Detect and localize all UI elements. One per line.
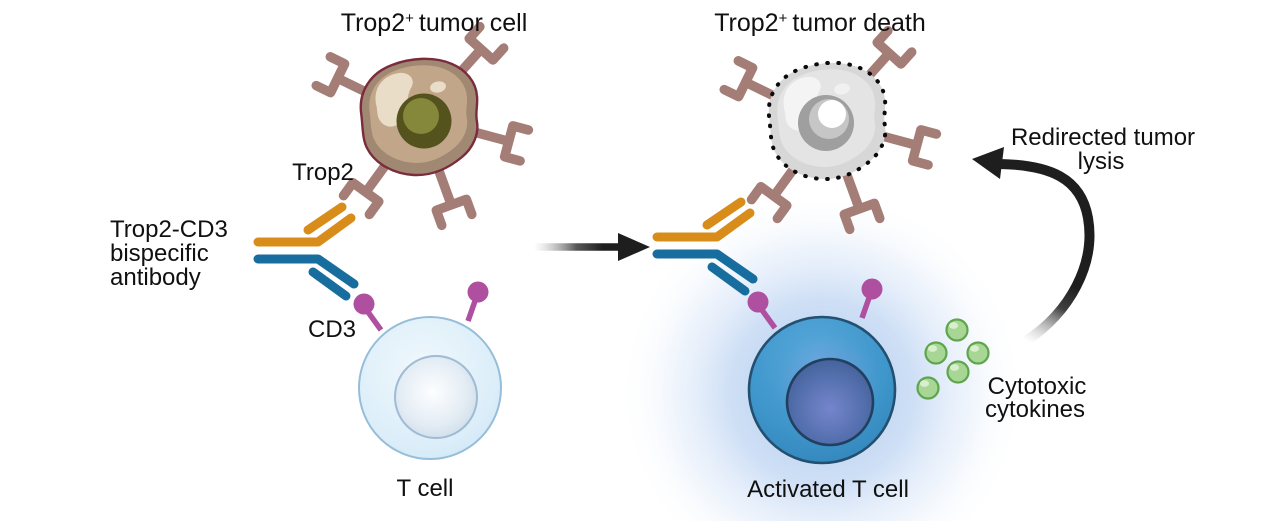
activated-t-cell-label: Activated T cell: [747, 476, 909, 503]
cytokine-dot-icon: [916, 376, 940, 400]
transition-arrow-icon: [534, 233, 650, 261]
antibody-label-line1: Trop2-CD3: [110, 216, 228, 243]
antibody-label-line3: antibody: [110, 264, 201, 291]
cytokines-label-line1: Cytotoxic: [988, 373, 1087, 400]
cytokine-dot-icon: [946, 360, 970, 384]
dead-cell-nucleus-hole: [818, 100, 846, 128]
cytokine-dot-icon: [924, 341, 948, 365]
cd3-label: CD3: [308, 316, 356, 343]
lysis-label-line2: lysis: [1078, 148, 1125, 175]
trop2-tumor-cell: [316, 27, 528, 226]
tumor-cell-highlight-dot: [430, 81, 446, 93]
lysis-label-line1: Redirected tumor: [1011, 124, 1195, 151]
redirected-lysis-arrow-icon: [972, 147, 1095, 346]
t-cell-nucleus: [394, 355, 478, 439]
antibody-label: Trop2-CD3 bispecific antibody: [110, 216, 228, 291]
cytokine-dot-icon: [966, 341, 990, 365]
tumor-cell-nucleolus: [403, 98, 439, 134]
dead-tumor-cell: [724, 31, 936, 230]
cytokines-label: Cytotoxic cytokines: [985, 373, 1086, 423]
t-cell: [354, 282, 502, 460]
tumor-cell-title: Trop2+tumor cell: [341, 9, 528, 37]
dead-cell-highlight-dot: [834, 83, 850, 95]
cytokines-label-line2: cytokines: [985, 396, 1085, 423]
cytokine-dot-icon: [945, 318, 969, 342]
activated-t-cell-nucleus: [785, 357, 875, 447]
lysis-label: Redirected tumor lysis: [1011, 124, 1195, 175]
activated-t-cell: [748, 279, 897, 465]
t-cell-label: T cell: [397, 475, 454, 502]
trop2-label: Trop2: [292, 159, 354, 186]
tumor-death-title: Trop2+tumor death: [714, 9, 926, 37]
antibody-label-line2: bispecific: [110, 240, 209, 267]
